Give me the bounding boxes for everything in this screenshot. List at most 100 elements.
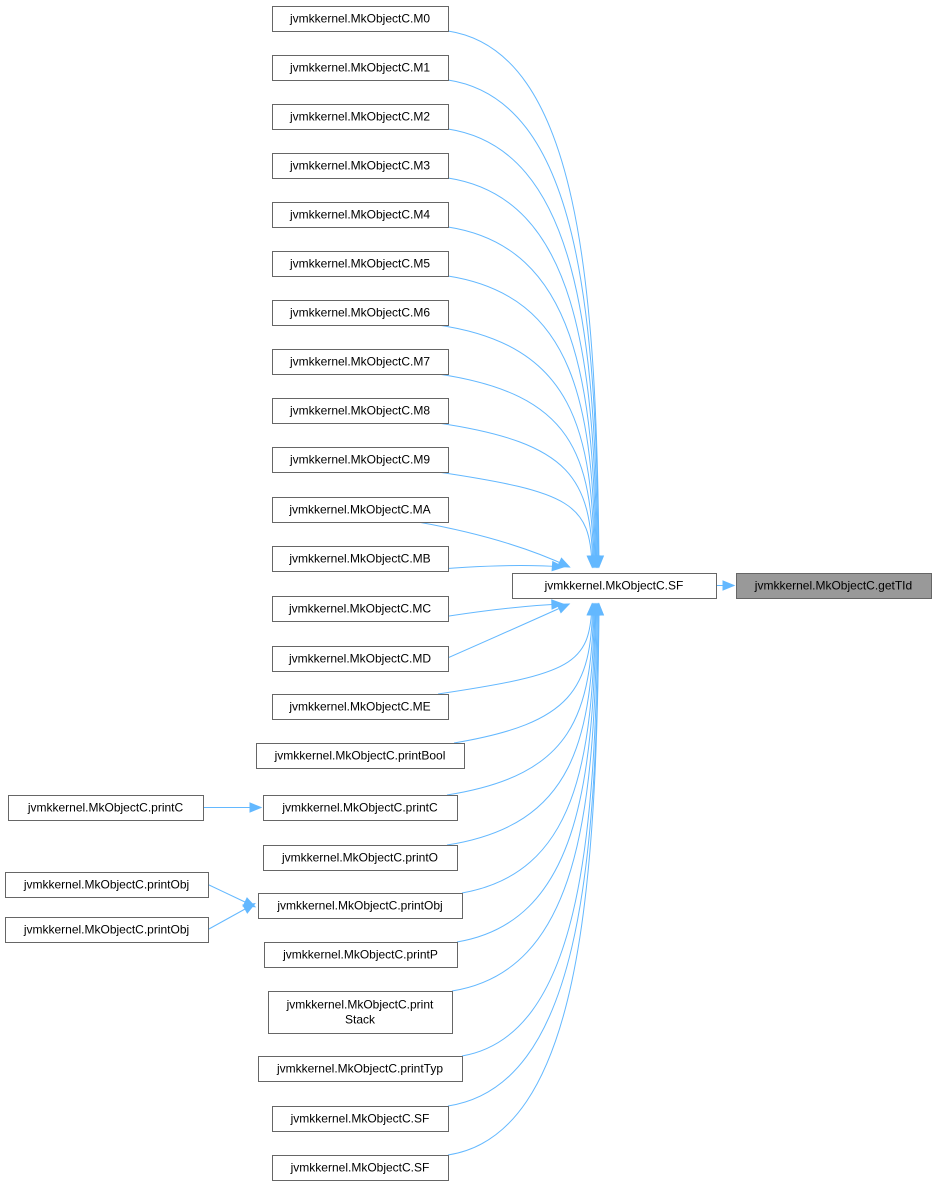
node-box[interactable]: [272, 398, 449, 424]
node-box[interactable]: [272, 104, 449, 130]
node-label: jvmkkernel.MkObjectC.M5: [289, 257, 430, 271]
node-label: jvmkkernel.MkObjectC.getTId: [754, 579, 912, 593]
node-label: jvmkkernel.MkObjectC.printObj: [23, 878, 189, 892]
edge-M8-to-SF_main: [437, 422, 594, 568]
arrowhead-icon: [249, 802, 263, 813]
node-box[interactable]: [272, 153, 449, 179]
node-label: jvmkkernel.MkObjectC.M4: [289, 208, 430, 222]
arrowhead-icon: [586, 555, 597, 569]
node-printC_caller[interactable]: jvmkkernel.MkObjectC.printC: [8, 795, 204, 821]
node-box[interactable]: [5, 917, 209, 943]
node-box[interactable]: [272, 694, 449, 720]
node-M2[interactable]: jvmkkernel.MkObjectC.M2: [272, 104, 449, 130]
node-label: jvmkkernel.MkObjectC.M9: [289, 453, 430, 467]
node-label: jvmkkernel.MkObjectC.SF: [290, 1161, 430, 1175]
edge-printO-to-SF_main: [446, 603, 596, 846]
arrowhead-icon: [722, 580, 736, 591]
edge-M7-to-SF_main: [437, 373, 595, 568]
node-SF_a[interactable]: jvmkkernel.MkObjectC.SF: [272, 1106, 449, 1132]
node-printObj_caller1[interactable]: jvmkkernel.MkObjectC.printObj: [5, 872, 209, 898]
node-printTyp[interactable]: jvmkkernel.MkObjectC.printTyp: [258, 1056, 463, 1082]
node-label: jvmkkernel.MkObjectC.printBool: [274, 749, 446, 763]
node-ME[interactable]: jvmkkernel.MkObjectC.ME: [272, 694, 449, 720]
node-box[interactable]: [272, 1155, 449, 1181]
node-printObj[interactable]: jvmkkernel.MkObjectC.printObj: [258, 893, 463, 919]
node-label: jvmkkernel.MkObjectC.printO: [281, 851, 438, 865]
node-label: jvmkkernel.MkObjectC.MA: [288, 503, 430, 517]
node-M9[interactable]: jvmkkernel.MkObjectC.M9: [272, 447, 449, 473]
node-M0[interactable]: jvmkkernel.MkObjectC.M0: [272, 6, 449, 32]
node-label: jvmkkernel.MkObjectC.M6: [289, 306, 430, 320]
edge-printC-to-SF_main: [446, 603, 595, 796]
node-box[interactable]: [272, 497, 449, 523]
node-SF_b[interactable]: jvmkkernel.MkObjectC.SF: [272, 1155, 449, 1181]
node-M3[interactable]: jvmkkernel.MkObjectC.M3: [272, 153, 449, 179]
node-printBool[interactable]: jvmkkernel.MkObjectC.printBool: [256, 743, 465, 769]
node-box[interactable]: [736, 573, 932, 599]
node-label: jvmkkernel.MkObjectC.printC: [27, 801, 184, 815]
edge-M5-to-SF_main: [447, 275, 596, 568]
node-box[interactable]: [272, 251, 449, 277]
edge-printObj_caller1-to-printObj: [207, 884, 247, 903]
node-SF_main[interactable]: jvmkkernel.MkObjectC.SF: [512, 573, 717, 599]
edge-M2-to-SF_main: [447, 128, 599, 568]
node-M4[interactable]: jvmkkernel.MkObjectC.M4: [272, 202, 449, 228]
node-label: jvmkkernel.MkObjectC.printObj: [23, 923, 189, 937]
edge-M6-to-SF_main: [437, 324, 596, 568]
node-label: jvmkkernel.MkObjectC.M8: [289, 404, 430, 418]
node-box[interactable]: [272, 447, 449, 473]
nodes-layer: jvmkkernel.MkObjectC.getTId jvmkkernel.Mk…: [5, 6, 932, 1181]
node-box[interactable]: [258, 893, 463, 919]
node-printO[interactable]: jvmkkernel.MkObjectC.printO: [263, 845, 458, 871]
node-M1[interactable]: jvmkkernel.MkObjectC.M1: [272, 55, 449, 81]
node-box[interactable]: [263, 845, 458, 871]
node-box[interactable]: [5, 872, 209, 898]
node-M5[interactable]: jvmkkernel.MkObjectC.M5: [272, 251, 449, 277]
node-box[interactable]: [272, 55, 449, 81]
node-MB[interactable]: jvmkkernel.MkObjectC.MB: [272, 546, 449, 572]
node-label: jvmkkernel.MkObjectC.printC: [281, 801, 438, 815]
node-box[interactable]: [8, 795, 204, 821]
node-printObj_caller2[interactable]: jvmkkernel.MkObjectC.printObj: [5, 917, 209, 943]
edge-M1-to-SF_main: [447, 79, 600, 568]
node-MC[interactable]: jvmkkernel.MkObjectC.MC: [272, 596, 449, 622]
node-box[interactable]: [263, 795, 458, 821]
node-label: jvmkkernel.MkObjectC.M7: [289, 355, 430, 369]
node-box[interactable]: [268, 991, 453, 1034]
arrowhead-icon: [556, 603, 571, 614]
node-label: jvmkkernel.MkObjectC.printObj: [276, 899, 442, 913]
edge-M9-to-SF_main: [437, 471, 593, 568]
node-M7[interactable]: jvmkkernel.MkObjectC.M7: [272, 349, 449, 375]
edge-M4-to-SF_main: [447, 226, 597, 568]
node-MA[interactable]: jvmkkernel.MkObjectC.MA: [272, 497, 449, 523]
node-label: jvmkkernel.MkObjectC.MC: [288, 602, 431, 616]
arrowhead-icon: [551, 560, 565, 572]
edge-printTyp-to-SF_main: [461, 603, 599, 1057]
node-getTId[interactable]: jvmkkernel.MkObjectC.getTId: [736, 573, 932, 599]
node-label: jvmkkernel.MkObjectC.M3: [289, 159, 430, 173]
node-box[interactable]: [272, 300, 449, 326]
node-box[interactable]: [272, 546, 449, 572]
node-label: Stack: [345, 1013, 376, 1027]
node-box[interactable]: [272, 349, 449, 375]
node-box[interactable]: [272, 646, 449, 672]
node-printP[interactable]: jvmkkernel.MkObjectC.printP: [264, 942, 458, 968]
edge-printObj_caller2-to-printObj: [207, 908, 247, 930]
node-box[interactable]: [272, 202, 449, 228]
node-box[interactable]: [272, 1106, 449, 1132]
edge-MA-to-SF_main: [417, 521, 570, 568]
node-label: jvmkkernel.MkObjectC.printP: [282, 948, 438, 962]
node-box[interactable]: [258, 1056, 463, 1082]
node-box[interactable]: [256, 743, 465, 769]
node-printC[interactable]: jvmkkernel.MkObjectC.printC: [263, 795, 458, 821]
node-label: jvmkkernel.MkObjectC.MD: [288, 652, 431, 666]
node-box[interactable]: [264, 942, 458, 968]
node-box[interactable]: [512, 573, 717, 599]
node-M8[interactable]: jvmkkernel.MkObjectC.M8: [272, 398, 449, 424]
node-box[interactable]: [272, 6, 449, 32]
node-box[interactable]: [272, 596, 449, 622]
edges-layer: [203, 30, 736, 1156]
node-M6[interactable]: jvmkkernel.MkObjectC.M6: [272, 300, 449, 326]
node-MD[interactable]: jvmkkernel.MkObjectC.MD: [272, 646, 449, 672]
